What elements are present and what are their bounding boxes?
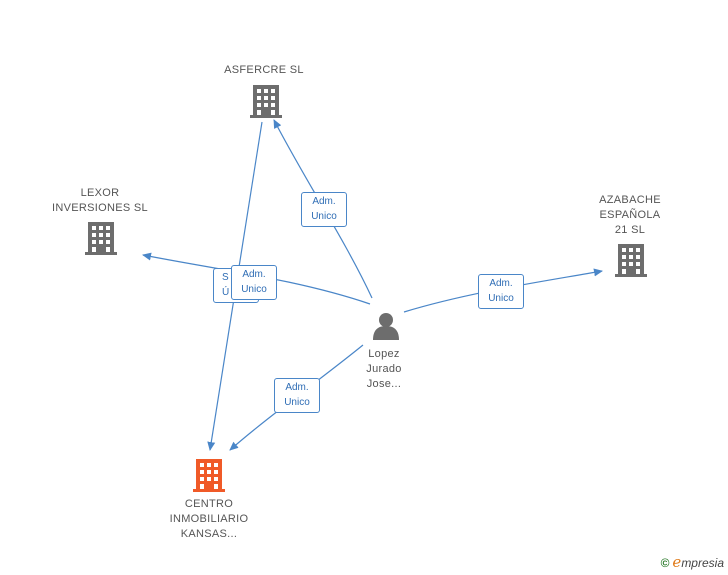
building-icon-asfercre[interactable] xyxy=(250,85,282,118)
node-label-azabache[interactable]: AZABACHE ESPAÑOLA 21 SL xyxy=(599,194,661,236)
edge-label-person-asfercre[interactable]: Adm. Unico xyxy=(301,192,347,227)
edge-label-person-centro[interactable]: Adm. Unico xyxy=(274,378,320,413)
node-label-person[interactable]: Lopez Jurado Jose... xyxy=(366,348,402,390)
empresia-brand[interactable]: ©empresia xyxy=(661,553,724,571)
edge-label-person-lexor[interactable]: Adm. Unico xyxy=(231,265,277,300)
copyright-icon: © xyxy=(660,556,670,570)
node-label-centro[interactable]: CENTRO INMOBILIARIO KANSAS... xyxy=(169,498,249,540)
node-label-asfercre[interactable]: ASFERCRE SL xyxy=(224,64,304,76)
building-icon-centro[interactable] xyxy=(193,459,225,492)
building-icon-azabache[interactable] xyxy=(615,244,647,277)
person-icon[interactable] xyxy=(373,313,399,340)
building-icon-lexor[interactable] xyxy=(85,222,117,255)
brand-initial: e xyxy=(672,553,682,571)
brand-text: mpresia xyxy=(681,556,724,570)
edge-label-person-azabache[interactable]: Adm. Unico xyxy=(478,274,524,309)
node-label-lexor[interactable]: LEXOR INVERSIONES SL xyxy=(52,187,148,214)
